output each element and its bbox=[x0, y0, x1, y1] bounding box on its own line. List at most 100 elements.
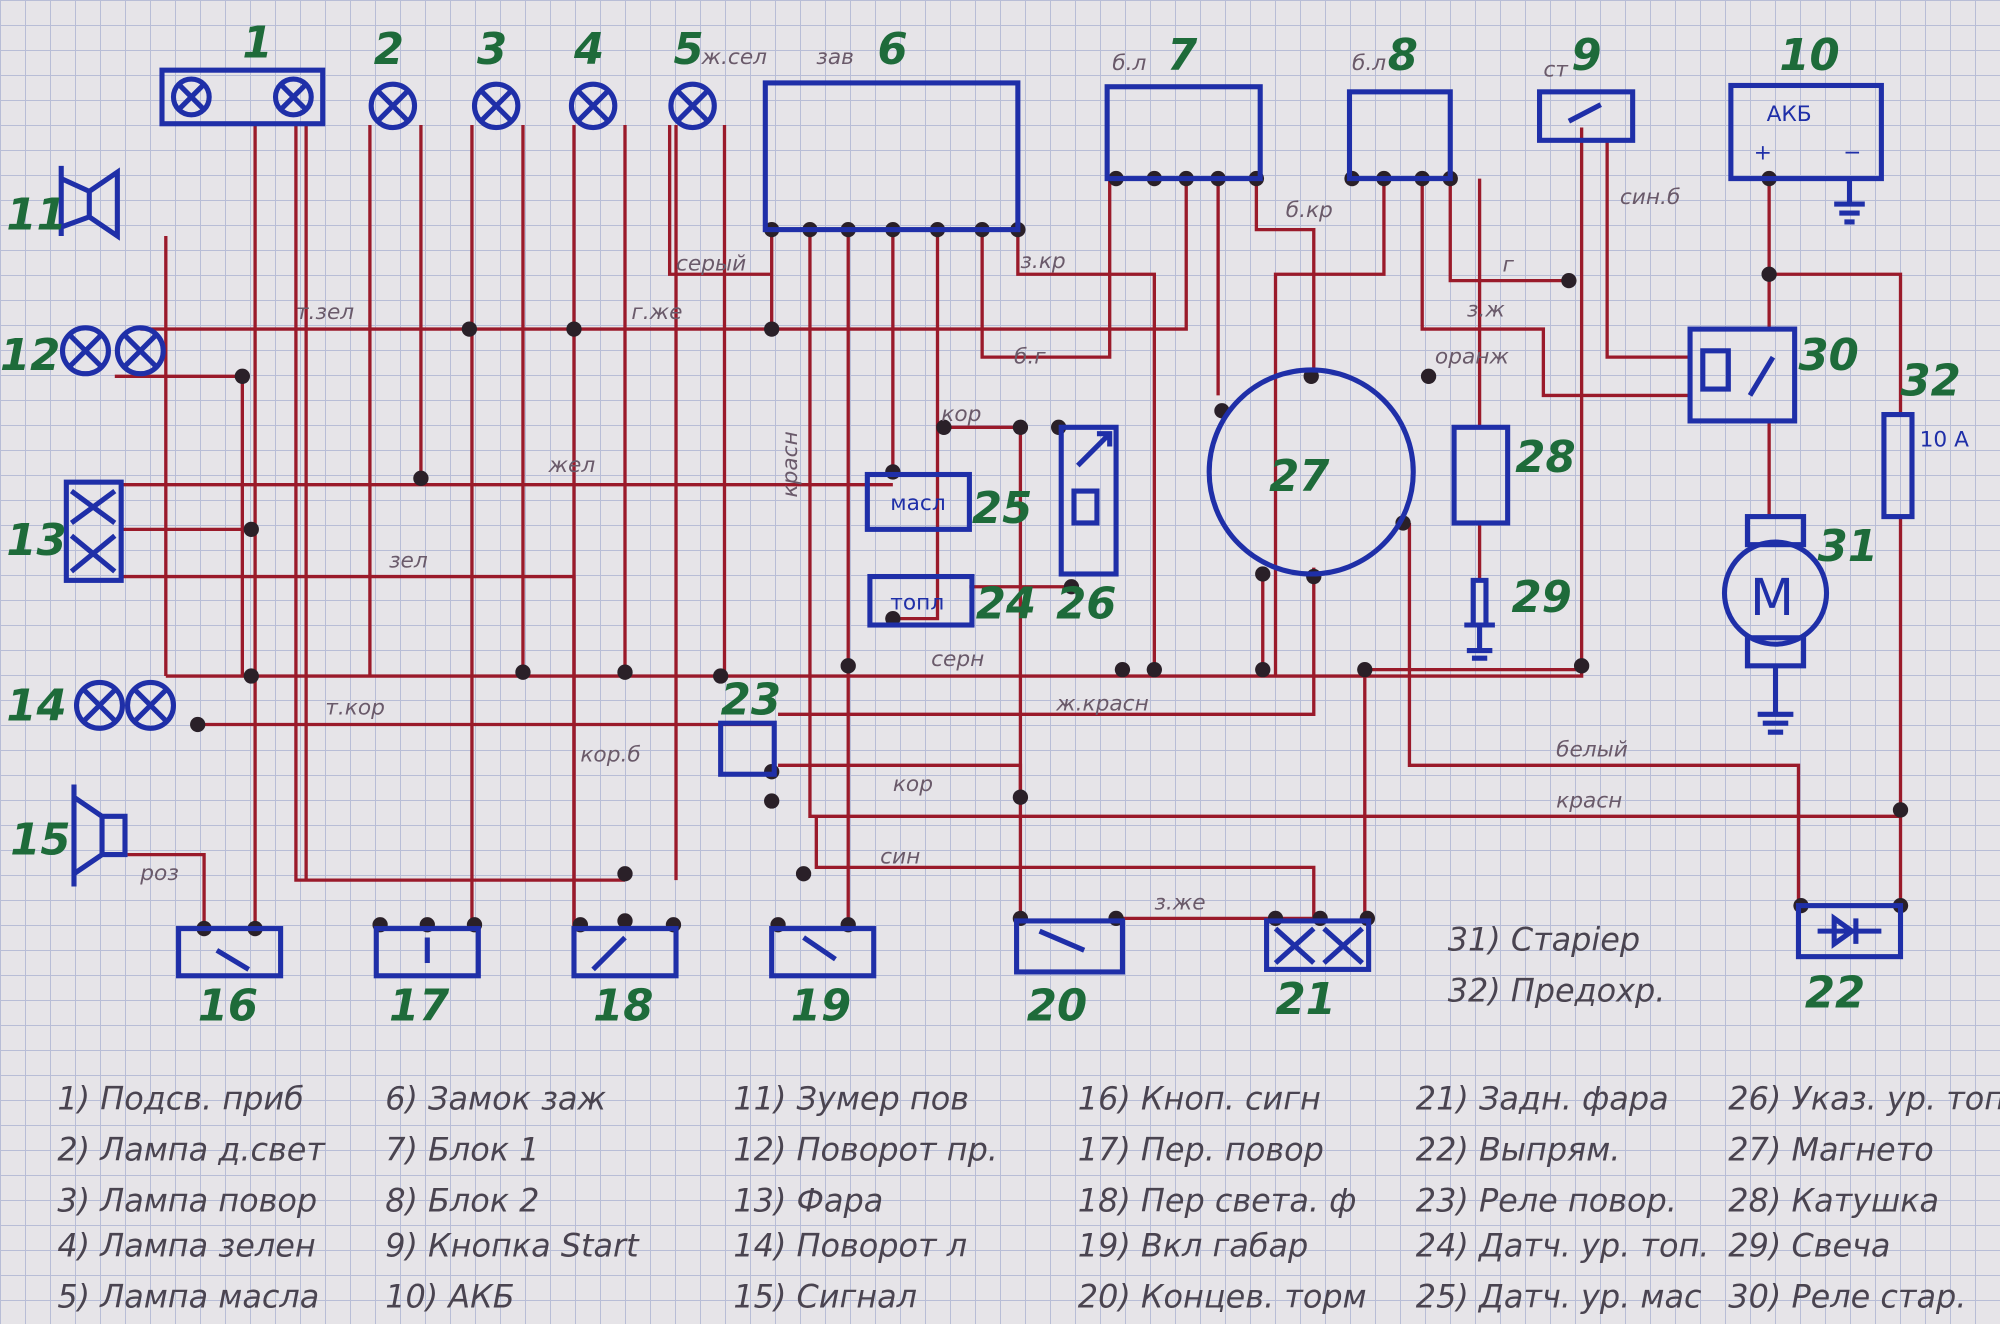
wire bbox=[765, 178, 1386, 677]
component-23-turn-relay: 23 bbox=[718, 675, 781, 777]
junction-dot bbox=[1063, 579, 1080, 595]
legend-item: 13) Фара bbox=[733, 1182, 883, 1220]
legend-item: 10) АКБ bbox=[385, 1277, 514, 1315]
legend-item: 8) Блок 2 bbox=[385, 1182, 539, 1220]
diagram-shape bbox=[58, 165, 120, 241]
component-26-fuel-gauge: 26 bbox=[1056, 424, 1119, 630]
component-number: 7 bbox=[1167, 31, 1198, 81]
component-number: 27 bbox=[1269, 452, 1330, 502]
component-30-starter-relay: 30 bbox=[1687, 326, 1859, 424]
diagram-shape bbox=[864, 471, 972, 532]
junction-dot bbox=[795, 866, 812, 882]
fuse-rating: 10 A bbox=[1920, 427, 1969, 452]
component-28-ignition-coil: 28 bbox=[1451, 424, 1576, 526]
legend-item: 26) Указ. ур. топ bbox=[1728, 1080, 2000, 1118]
junction-dot bbox=[461, 321, 478, 337]
diagram-shape bbox=[675, 88, 710, 123]
diagram-shape bbox=[762, 80, 1021, 233]
note: зав bbox=[816, 45, 854, 70]
junction-dot bbox=[840, 658, 856, 674]
component-10-battery: АКБ + − 10 bbox=[1728, 31, 1884, 225]
wire bbox=[253, 125, 727, 932]
battery-label: АКБ bbox=[1767, 102, 1812, 127]
wire-label: серый bbox=[676, 251, 746, 276]
wire-label: син bbox=[880, 845, 920, 870]
wire-label: б.кр bbox=[1286, 198, 1333, 223]
wire-label: роз bbox=[139, 861, 179, 886]
diagram-shape bbox=[278, 82, 308, 112]
legend-item: 25) Датч. ур. мас bbox=[1416, 1277, 1702, 1315]
wire bbox=[667, 125, 1316, 921]
note: б.л bbox=[1352, 51, 1386, 76]
note: ст bbox=[1543, 58, 1569, 83]
wire-label: кор bbox=[893, 772, 933, 797]
legend-item: 17) Пер. повор bbox=[1078, 1131, 1324, 1169]
legend-item: 19) Вкл габар bbox=[1078, 1226, 1308, 1264]
diagram-shape bbox=[1104, 84, 1263, 182]
diagram-shape bbox=[568, 81, 618, 131]
diagram-shape bbox=[1817, 913, 1882, 949]
component-number: 15 bbox=[10, 816, 70, 866]
diagram-shape bbox=[867, 573, 975, 628]
diagram-shape bbox=[1206, 367, 1416, 577]
wire-labels: т.зел г.же серый з.кр б.г кор красн жел … bbox=[139, 185, 1680, 915]
component-number: 32 bbox=[1901, 356, 1961, 406]
junction-dot bbox=[1255, 566, 1271, 582]
diagram-shape bbox=[769, 926, 877, 979]
lamp-4: 4 bbox=[568, 25, 618, 131]
diagram-shape bbox=[176, 926, 284, 979]
junction-dot bbox=[190, 716, 206, 733]
legend-item: 1) Подсв. приб bbox=[57, 1080, 303, 1118]
component-number: 6 bbox=[878, 25, 908, 75]
wire bbox=[778, 567, 1582, 919]
component-7-block-1: б.л 7 bbox=[1104, 31, 1263, 182]
legend-item: 27) Магнето bbox=[1728, 1131, 1933, 1169]
legend-item: 28) Катушка bbox=[1728, 1182, 1939, 1220]
diagram-shape bbox=[1071, 431, 1113, 526]
component-number: 18 bbox=[593, 981, 653, 1031]
component-number: 29 bbox=[1511, 573, 1571, 623]
diagram-shape bbox=[81, 686, 118, 724]
component-number: 22 bbox=[1805, 969, 1865, 1019]
legend-item: 14) Поворот л bbox=[733, 1226, 967, 1264]
diagram-shape bbox=[1795, 903, 1904, 960]
diagram-shape bbox=[132, 686, 169, 724]
diagram-shape bbox=[373, 926, 481, 979]
legend-item: 18) Пер света. ф bbox=[1078, 1182, 1357, 1220]
junction-dot bbox=[566, 321, 582, 337]
diagram-shape bbox=[159, 67, 326, 127]
component-number: 2 bbox=[374, 25, 404, 75]
component-number: 14 bbox=[6, 682, 66, 732]
wire-label: з.же bbox=[1154, 890, 1205, 915]
component-number: 24 bbox=[976, 580, 1036, 630]
diagram-shape bbox=[1728, 82, 1884, 182]
diagram-shape bbox=[1038, 928, 1086, 953]
component-27-magneto: 27 bbox=[1206, 367, 1416, 577]
wire-label: красн bbox=[778, 431, 803, 497]
legend-item: 21) Задн. фара bbox=[1416, 1080, 1669, 1118]
wire-label: кор.б bbox=[580, 742, 640, 767]
diagram-shape bbox=[1273, 926, 1364, 965]
junction-dot bbox=[234, 368, 250, 384]
diagram-shape bbox=[375, 88, 410, 123]
junction-dot bbox=[936, 419, 952, 435]
diagram-shape bbox=[668, 81, 717, 131]
legend-item: 6) Замок заж bbox=[385, 1080, 606, 1118]
diagram-shape bbox=[571, 926, 679, 979]
diagram-shape bbox=[121, 332, 159, 370]
component-6-ignition-lock: зав 6 bbox=[762, 25, 1021, 233]
junction-dot bbox=[713, 668, 729, 684]
diagram-shape bbox=[576, 88, 611, 123]
junction-dot bbox=[617, 664, 633, 680]
component-number: 1 bbox=[242, 18, 272, 68]
diagram-shape bbox=[1346, 89, 1453, 182]
ground-icon bbox=[1757, 665, 1794, 735]
wire-label: г bbox=[1503, 253, 1515, 278]
wire bbox=[1420, 178, 1691, 581]
